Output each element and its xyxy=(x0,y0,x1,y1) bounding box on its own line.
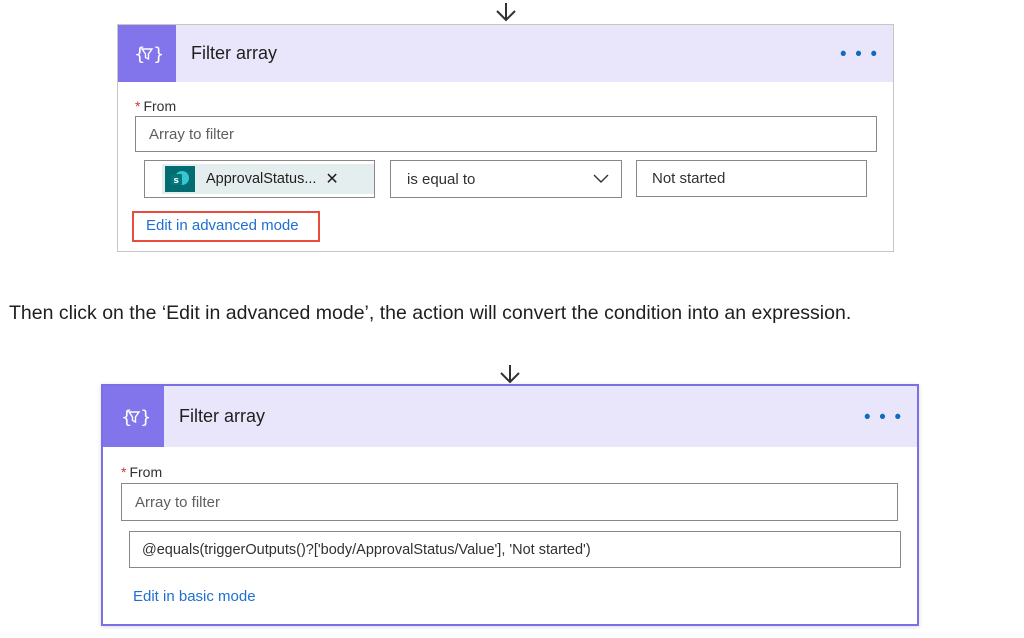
expression-input[interactable]: @equals(triggerOutputs()?['body/Approval… xyxy=(129,531,901,568)
edit-advanced-mode-link[interactable]: Edit in advanced mode xyxy=(146,217,299,234)
right-operand-field[interactable]: Not started xyxy=(636,160,867,197)
svg-text:}: } xyxy=(140,407,149,428)
from-label: *From xyxy=(121,464,162,480)
filter-array-card-advanced[interactable]: { } Filter array • • • *From Array to fi… xyxy=(101,384,919,626)
more-options-icon[interactable]: • • • xyxy=(864,406,903,426)
svg-text:{: { xyxy=(134,44,145,65)
filter-expression-icon: { } xyxy=(103,386,164,447)
down-arrow-icon xyxy=(500,365,520,384)
down-arrow-icon xyxy=(496,3,516,22)
edit-basic-mode-link[interactable]: Edit in basic mode xyxy=(133,588,256,605)
from-label-text: From xyxy=(129,464,163,480)
array-to-filter-placeholder: Array to filter xyxy=(135,493,221,511)
from-label: *From xyxy=(135,98,176,114)
array-to-filter-placeholder: Array to filter xyxy=(149,125,235,143)
approval-status-token[interactable]: s ApprovalStatus... ✕ xyxy=(162,164,374,194)
card-header[interactable]: { } Filter array • • • xyxy=(103,386,917,447)
remove-icon[interactable]: ✕ xyxy=(325,171,339,188)
operator-value: is equal to xyxy=(407,170,476,188)
chevron-down-icon xyxy=(593,174,609,183)
card-title: Filter array xyxy=(179,406,266,426)
token-label: ApprovalStatus... xyxy=(206,171,317,187)
filter-expression-icon: { } xyxy=(118,25,176,82)
highlight-box xyxy=(132,211,320,242)
more-options-icon[interactable]: • • • xyxy=(840,43,879,63)
array-to-filter-input[interactable]: Array to filter xyxy=(135,116,877,152)
expression-value: @equals(triggerOutputs()?['body/Approval… xyxy=(142,541,591,558)
instruction-caption: Then click on the ‘Edit in advanced mode… xyxy=(9,302,852,324)
required-marker: * xyxy=(135,98,141,114)
compare-value: Not started xyxy=(652,170,726,187)
card-header[interactable]: { } Filter array • • • xyxy=(118,25,893,82)
from-label-text: From xyxy=(143,98,177,114)
sharepoint-icon: s xyxy=(165,166,195,192)
svg-text:{: { xyxy=(121,407,132,428)
array-to-filter-input[interactable]: Array to filter xyxy=(121,483,898,521)
card-title: Filter array xyxy=(191,43,278,63)
filter-array-card-basic[interactable]: { } Filter array • • • *From Array to fi… xyxy=(117,24,894,252)
svg-text:s: s xyxy=(174,176,179,186)
required-marker: * xyxy=(121,464,127,480)
left-operand-field[interactable]: s ApprovalStatus... ✕ xyxy=(144,160,375,198)
svg-text:}: } xyxy=(153,44,162,65)
operator-dropdown[interactable]: is equal to xyxy=(390,160,622,198)
